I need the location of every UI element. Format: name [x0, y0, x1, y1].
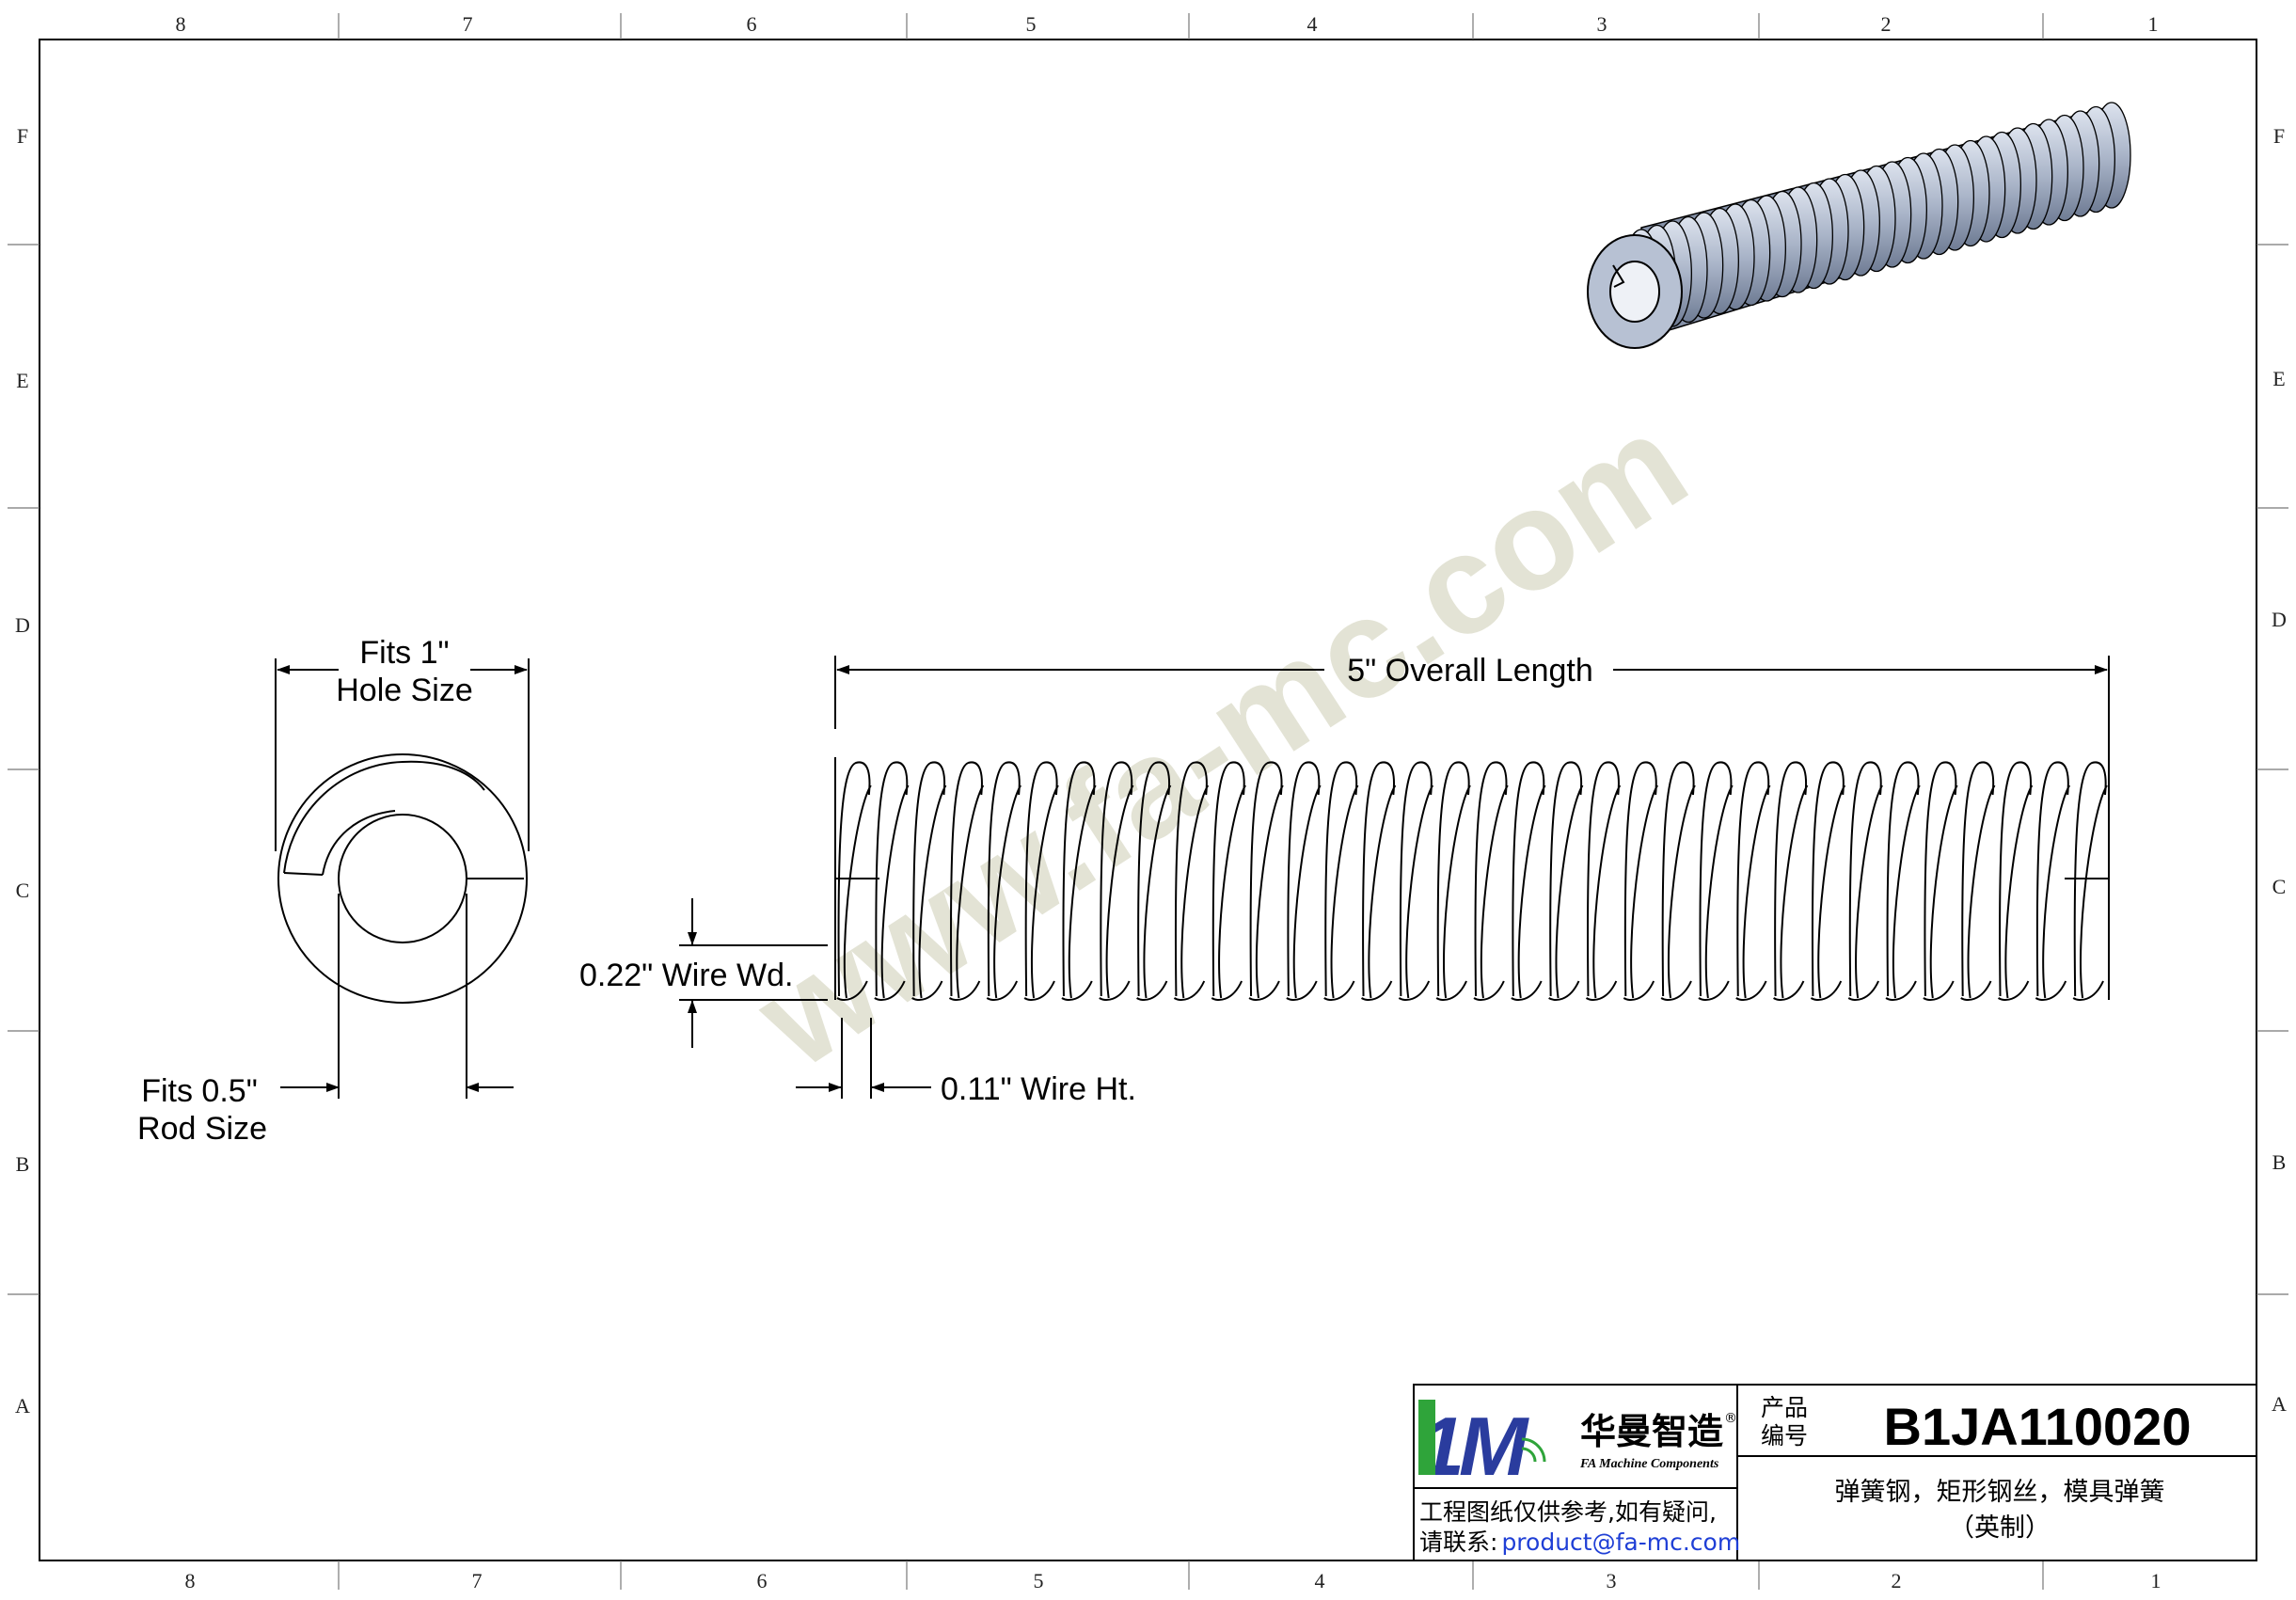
zone-col-bottom: 4: [1315, 1569, 1325, 1592]
zone-row-left: F: [17, 124, 28, 148]
zone-row-left: C: [16, 879, 30, 902]
zone-labels-right: F E D C B A: [2272, 124, 2287, 1416]
zone-ticks: [8, 13, 2288, 1590]
zone-col-top: 4: [1307, 12, 1318, 36]
wire-width-label: 0.22" Wire Wd.: [579, 958, 793, 993]
title-block: 1M 华曼智造 ® FA Machine Components 工程图纸仅供参考…: [1413, 1384, 2257, 1561]
zone-labels-top: 8 7 6 5 4 3 2 1: [176, 12, 2159, 36]
zone-row-right: F: [2273, 124, 2285, 148]
spring-side-view: [834, 757, 2110, 1001]
zone-row-right: D: [2272, 608, 2287, 631]
wire-height-label: 0.11" Wire Ht.: [941, 1071, 1136, 1107]
company-logo: 1M 华曼智造 ® FA Machine Components: [1418, 1400, 1737, 1493]
overall-length-dimension: 5" Overall Length: [834, 653, 2110, 851]
company-name-cn: 华曼智造: [1580, 1411, 1723, 1452]
rod-size-dimension: Fits 0.5" Rod Size: [137, 1073, 514, 1147]
zone-col-top: 7: [463, 12, 473, 36]
hole-size-label-2: Hole Size: [336, 673, 473, 708]
note-line-1: 工程图纸仅供参考,如有疑问,: [1419, 1498, 1717, 1526]
zone-col-bottom: 1: [2151, 1569, 2161, 1592]
logo-mark: 1M: [1418, 1400, 1529, 1493]
zone-col-top: 6: [747, 12, 757, 36]
zone-col-top: 3: [1597, 12, 1607, 36]
zone-row-left: E: [16, 369, 28, 392]
zone-row-left: D: [15, 613, 30, 637]
overall-length-label: 5" Overall Length: [1347, 653, 1593, 689]
hole-size-label-1: Fits 1": [359, 635, 449, 671]
zone-row-right: E: [2272, 367, 2285, 390]
wire-height-dimension: 0.11" Wire Ht.: [796, 1018, 1136, 1107]
zone-col-top: 1: [2148, 12, 2159, 36]
zone-col-bottom: 2: [1892, 1569, 1902, 1592]
zone-row-right: B: [2272, 1150, 2287, 1174]
zone-col-top: 5: [1026, 12, 1037, 36]
drawing-frame: [39, 39, 2257, 1561]
zone-col-top: 2: [1881, 12, 1892, 36]
spring-3d-view: [1587, 102, 2131, 349]
note-contact-prefix: 请联系:: [1419, 1529, 1497, 1556]
note-email: product@fa-mc.com: [1501, 1529, 1740, 1556]
wire-width-dimension: 0.22" Wire Wd.: [579, 898, 828, 1048]
zone-labels-left: F E D C B A: [15, 124, 30, 1418]
registered-mark: ®: [1724, 1411, 1737, 1426]
zone-row-left: B: [16, 1152, 30, 1176]
spring-end-view: [275, 658, 530, 1099]
zone-labels-bottom: 8 7 6 5 4 3 2 1: [185, 1569, 2161, 1592]
description-line-1: 弹簧钢，矩形钢丝，模具弹簧: [1835, 1478, 2165, 1507]
zone-col-bottom: 6: [757, 1569, 768, 1592]
zone-col-bottom: 8: [185, 1569, 196, 1592]
zone-col-bottom: 7: [472, 1569, 483, 1592]
zone-col-bottom: 5: [1034, 1569, 1044, 1592]
zone-row-right: A: [2272, 1392, 2287, 1416]
rod-size-label-1: Fits 0.5": [141, 1073, 258, 1109]
zone-col-top: 8: [176, 12, 186, 36]
zone-col-bottom: 3: [1607, 1569, 1617, 1592]
note-line-2: 请联系:product@fa-mc.com: [1419, 1529, 1740, 1556]
part-number: B1JA110020: [1884, 1397, 2192, 1456]
company-name-en: FA Machine Components: [1579, 1457, 1719, 1471]
description-line-2: （英制）: [1949, 1513, 2051, 1543]
hole-size-dimension: Fits 1" Hole Size: [277, 635, 528, 708]
part-no-label-2: 编号: [1761, 1422, 1808, 1450]
zone-row-left: A: [15, 1394, 30, 1418]
rod-size-label-2: Rod Size: [137, 1111, 267, 1147]
zone-row-right: C: [2272, 875, 2287, 898]
part-no-label-1: 产品: [1761, 1394, 1808, 1421]
